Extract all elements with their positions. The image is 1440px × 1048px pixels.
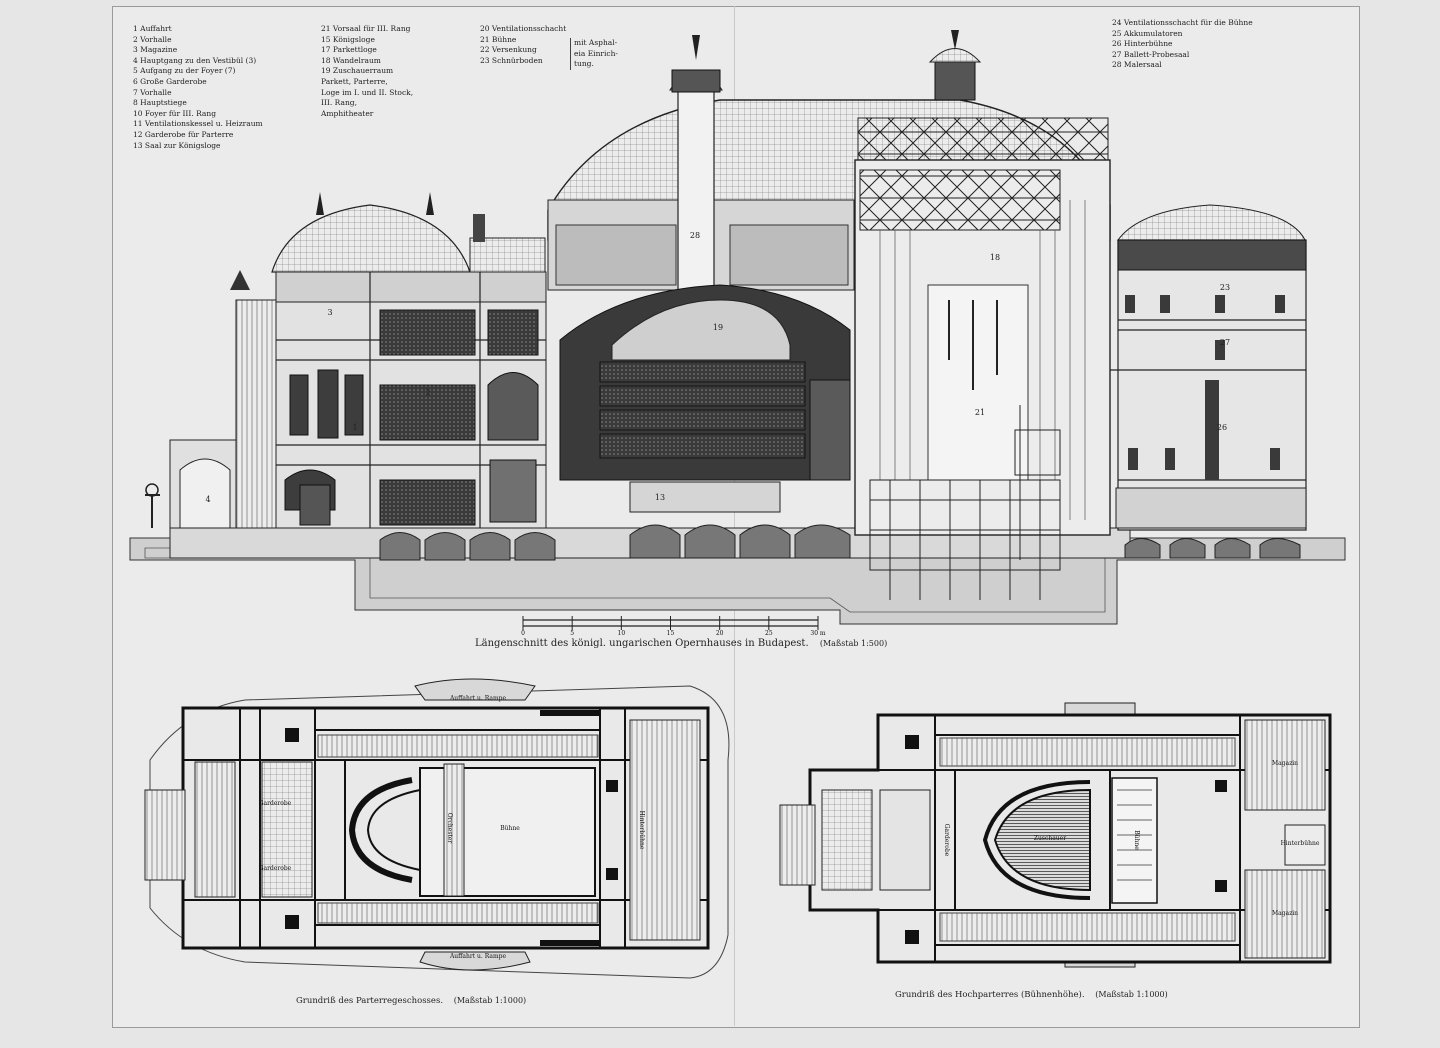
plan-left-caption: Grundriß des Parterregeschosses. (Maßsta… bbox=[296, 996, 526, 1006]
plan-left-caption-text: Grundriß des Parterregeschosses. bbox=[296, 996, 444, 1006]
plan-right-room-label: Hinterbühne bbox=[1281, 840, 1320, 847]
plan-left-room-label: Orchester bbox=[446, 813, 453, 844]
legend-entry: 27 Ballett-Probesaal bbox=[1112, 49, 1190, 59]
legend-entry: 21 Vorsaal für III. Rang bbox=[321, 24, 411, 33]
plan-right-room-label: Garderobe bbox=[943, 824, 950, 857]
plan-left-room-label: Auffahrt u. Rampe bbox=[449, 695, 507, 702]
legend-entry: 15 Königsloge bbox=[321, 34, 375, 44]
plan-right-caption: Grundriß des Hochparterres (Bühnenhöhe).… bbox=[895, 990, 1168, 1000]
plan-left-room-label: Garderobe bbox=[259, 800, 292, 807]
room-number: 26 bbox=[1217, 423, 1227, 432]
legend-entry: 12 Garderobe für Parterre bbox=[133, 129, 234, 139]
legend-entry: 23 Schnürboden bbox=[480, 55, 543, 65]
legend-entry: III. Rang, bbox=[321, 98, 357, 108]
room-number: 4 bbox=[205, 495, 210, 504]
legend-entry: 24 Ventilationsschacht für die Bühne bbox=[1112, 18, 1253, 27]
legend-entry: Amphitheater bbox=[321, 108, 374, 118]
longitudinal-section: 4 3 1 2 28 19 21 13 23 27 26 18 bbox=[129, 30, 1346, 625]
scale-tick-label: 10 bbox=[618, 630, 626, 637]
room-number: 19 bbox=[713, 323, 723, 332]
legend-entry: 13 Saal zur Königsloge bbox=[133, 140, 221, 150]
plan-right-caption-text: Grundriß des Hochparterres (Bühnenhöhe). bbox=[895, 990, 1085, 1000]
plan-parterre: Auffahrt u. RampeGarderobeGarderobeOrche… bbox=[144, 678, 730, 979]
page-fold bbox=[734, 6, 735, 1026]
legend-entry: 26 Hinterbühne bbox=[1112, 39, 1173, 49]
room-number: 2 bbox=[425, 388, 430, 397]
legend-entry: 22 Versenkung bbox=[480, 45, 537, 55]
plan-left-scale: (Maßstab 1:1000) bbox=[453, 996, 527, 1005]
section-scale: (Maßstab 1:500) bbox=[819, 639, 888, 648]
room-number: 1 bbox=[352, 423, 357, 432]
legend-entry: 19 Zuschauerraum bbox=[321, 66, 394, 76]
plan-left-room-label: Hinterbühne bbox=[638, 811, 645, 850]
legend-entry: 7 Vorhalle bbox=[133, 87, 172, 97]
legend-column-3-brace: mit Asphal-eia Einrich-tung. bbox=[570, 38, 618, 70]
legend-entry: 2 Vorhalle bbox=[133, 34, 172, 44]
legend-entry: 11 Ventilationskessel u. Heizraum bbox=[133, 119, 263, 129]
plan-right-room-label: Magazin bbox=[1272, 910, 1298, 917]
scale-tick-label: 5 bbox=[570, 630, 574, 637]
scale-tick-label: 20 bbox=[716, 630, 724, 637]
plan-left-room-label: Auffahrt u. Rampe bbox=[449, 953, 507, 960]
legend-entry: Parkett, Parterre, bbox=[321, 76, 388, 86]
legend-entry: 17 Parkettloge bbox=[321, 45, 377, 55]
legend-entry: 20 Ventilationsschacht bbox=[480, 24, 567, 33]
room-number: 28 bbox=[690, 231, 700, 240]
legend-entry: 28 Malersaal bbox=[1112, 60, 1162, 70]
legend-entry: eia Einrich- bbox=[574, 48, 618, 58]
plan-right-room-label: Bühne bbox=[1133, 830, 1140, 850]
plan-left-room-label: Garderobe bbox=[259, 865, 292, 872]
room-number: 3 bbox=[327, 308, 332, 317]
legend-entry: Loge im I. und II. Stock, bbox=[321, 87, 414, 97]
legend-entry: 21 Bühne bbox=[480, 34, 517, 44]
legend-entry: 25 Akkumulatoren bbox=[1112, 28, 1183, 38]
legend-entry: 10 Foyer für III. Rang bbox=[133, 108, 217, 118]
legend-entry: tung. bbox=[574, 59, 594, 69]
section-caption-text: Längenschnitt des königl. ungarischen Op… bbox=[475, 638, 809, 649]
scale-bar: 0 5 10 15 20 25 30 m bbox=[521, 616, 826, 637]
legend-entry: mit Asphal- bbox=[574, 38, 618, 47]
legend-entry: 6 Große Garderobe bbox=[133, 76, 207, 86]
section-caption: Längenschnitt des königl. ungarischen Op… bbox=[475, 638, 887, 649]
scale-tick-label: 25 bbox=[765, 630, 773, 637]
plan-left-room-label: Bühne bbox=[500, 825, 520, 832]
room-number: 27 bbox=[1220, 338, 1230, 347]
legend-entry: 1 Auffahrt bbox=[133, 24, 172, 33]
room-number: 23 bbox=[1220, 283, 1230, 292]
plan-right-room-label: Zuschauer bbox=[1034, 835, 1066, 842]
scale-tick-label: 30 m bbox=[810, 630, 826, 637]
scale-tick-label: 0 bbox=[521, 630, 525, 637]
room-number: 13 bbox=[655, 493, 665, 502]
legend-entry: 8 Hauptstiege bbox=[133, 98, 187, 108]
scale-tick-label: 15 bbox=[667, 630, 675, 637]
plan-right-room-label: Magazin bbox=[1272, 760, 1298, 767]
legend-entry: 3 Magazine bbox=[133, 45, 178, 55]
room-number: 21 bbox=[975, 408, 985, 417]
legend-entry: 18 Wandelraum bbox=[321, 55, 381, 65]
room-number: 18 bbox=[990, 253, 1000, 262]
legend-entry: 5 Aufgang zu der Foyer (7) bbox=[133, 66, 236, 76]
legend-entry: 4 Hauptgang zu den Vestibül (3) bbox=[133, 55, 257, 65]
plan-right-scale: (Maßstab 1:1000) bbox=[1095, 990, 1168, 999]
